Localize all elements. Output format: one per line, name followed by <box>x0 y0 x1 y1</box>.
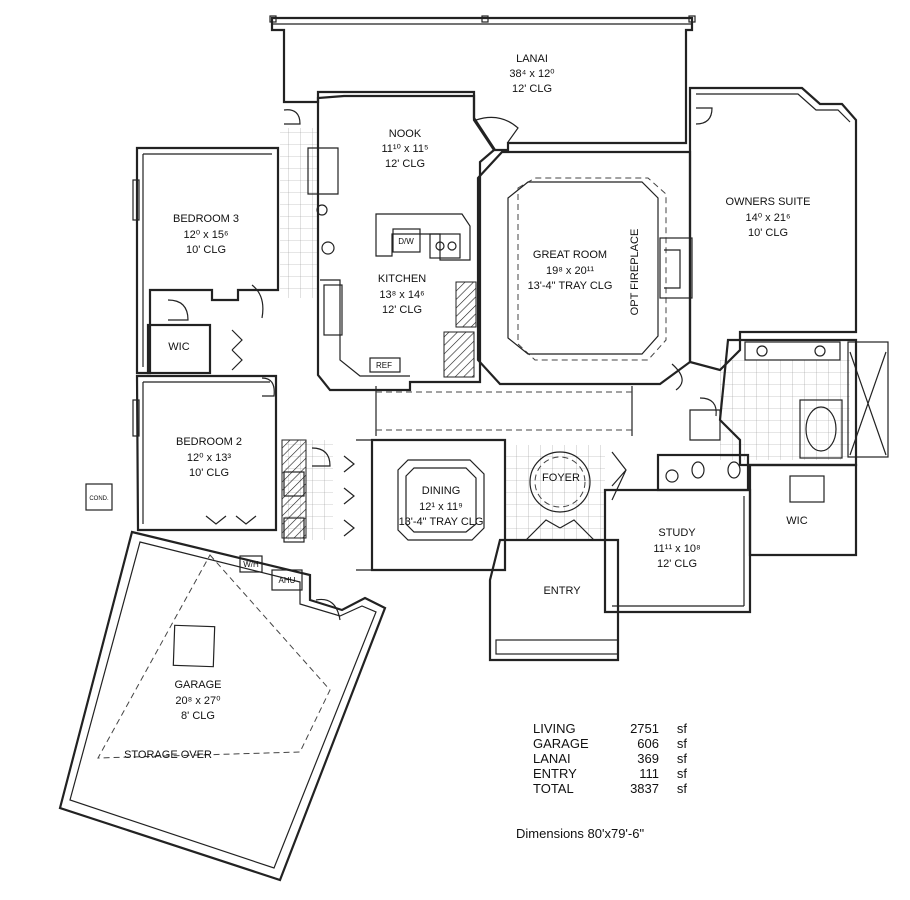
bedroom2 <box>132 374 278 532</box>
room-label-owners-suite: OWNERS SUITE 14⁰ x 21⁶ 10' CLG <box>726 196 811 239</box>
area-row-total: TOTAL 3837 sf <box>533 781 687 796</box>
svg-text:BEDROOM 3: BEDROOM 3 <box>173 213 239 225</box>
svg-text:10' CLG: 10' CLG <box>186 244 226 256</box>
study <box>603 488 752 614</box>
svg-text:OWNERS SUITE: OWNERS SUITE <box>726 196 811 208</box>
nook-kitchen <box>283 94 496 392</box>
svg-text:38⁴ x 12⁰: 38⁴ x 12⁰ <box>509 68 555 80</box>
great-room <box>375 150 693 436</box>
overall-dimensions: Dimensions 80'x79'-6" <box>516 826 645 841</box>
foyer <box>525 451 627 541</box>
svg-text:STUDY: STUDY <box>658 527 696 539</box>
area-table: LIVING 2751 sf GARAGE 606 sf LANAI 369 s… <box>533 721 687 796</box>
svg-text:20⁸ x 27⁰: 20⁸ x 27⁰ <box>175 695 221 707</box>
label-cond: COND. <box>89 496 109 502</box>
svg-text:12' CLG: 12' CLG <box>385 158 425 170</box>
garage <box>58 483 387 882</box>
laundry <box>281 439 355 543</box>
svg-text:GARAGE: GARAGE <box>174 679 221 691</box>
svg-text:DINING: DINING <box>422 485 461 497</box>
svg-text:8' CLG: 8' CLG <box>181 710 215 722</box>
label-wic-owner: WIC <box>786 515 807 527</box>
label-ahu: AHU <box>279 576 296 585</box>
svg-text:12' CLG: 12' CLG <box>382 304 422 316</box>
owners-suite <box>688 86 858 372</box>
label-wic-bed3: WIC <box>168 341 189 353</box>
svg-text:13'-4" TRAY CLG: 13'-4" TRAY CLG <box>399 516 484 528</box>
svg-text:GREAT ROOM: GREAT ROOM <box>533 249 607 261</box>
room-label-nook: NOOK 11¹⁰ x 11⁵ 12' CLG <box>381 128 428 170</box>
label-storage-over: STORAGE OVER <box>124 749 212 761</box>
label-ref: REF <box>376 361 392 370</box>
svg-text:13'-4" TRAY CLG: 13'-4" TRAY CLG <box>528 280 613 292</box>
svg-text:KITCHEN: KITCHEN <box>378 273 426 285</box>
dining <box>356 438 507 572</box>
entry <box>488 538 620 662</box>
svg-text:11¹¹ x 10⁸: 11¹¹ x 10⁸ <box>653 543 700 555</box>
svg-text:10' CLG: 10' CLG <box>189 467 229 479</box>
svg-text:NOOK: NOOK <box>389 128 422 140</box>
svg-text:10' CLG: 10' CLG <box>748 227 788 239</box>
room-label-dining: DINING 12¹ x 11⁹ 13'-4" TRAY CLG <box>399 485 484 528</box>
svg-text:14⁰ x 21⁶: 14⁰ x 21⁶ <box>745 212 790 224</box>
room-label-great-room: GREAT ROOM 19⁸ x 20¹¹ 13'-4" TRAY CLG <box>528 249 613 292</box>
svg-text:12⁰ x 13³: 12⁰ x 13³ <box>187 452 231 464</box>
area-row-lanai: LANAI 369 sf <box>533 751 687 766</box>
svg-text:12¹ x 11⁹: 12¹ x 11⁹ <box>419 501 463 513</box>
room-label-kitchen: KITCHEN 13⁸ x 14⁶ 12' CLG <box>378 273 426 316</box>
room-label-lanai: LANAI 38⁴ x 12⁰ 12' CLG <box>509 53 555 95</box>
room-label-garage: GARAGE 20⁸ x 27⁰ 8' CLG <box>174 679 221 722</box>
room-label-bedroom3: BEDROOM 3 12⁰ x 15⁶ 10' CLG <box>173 213 239 256</box>
svg-text:11¹⁰ x 11⁵: 11¹⁰ x 11⁵ <box>381 143 428 155</box>
svg-text:12⁰ x 15⁶: 12⁰ x 15⁶ <box>183 229 228 241</box>
room-label-bedroom2: BEDROOM 2 12⁰ x 13³ 10' CLG <box>176 436 242 479</box>
svg-text:12' CLG: 12' CLG <box>512 83 552 95</box>
svg-text:LANAI: LANAI <box>516 53 548 65</box>
svg-text:13⁸ x 14⁶: 13⁸ x 14⁶ <box>379 289 424 301</box>
label-dw: D/W <box>398 237 414 246</box>
label-foyer: FOYER <box>542 472 580 484</box>
label-opt-fireplace: OPT FIREPLACE <box>629 229 641 316</box>
hall-tile <box>280 128 318 298</box>
area-row-garage: GARAGE 606 sf <box>533 736 687 751</box>
wic-bed3 <box>146 284 264 375</box>
svg-text:12' CLG: 12' CLG <box>657 558 697 570</box>
svg-text:BEDROOM 2: BEDROOM 2 <box>176 436 242 448</box>
label-entry: ENTRY <box>543 585 581 597</box>
bedroom3 <box>132 146 280 375</box>
owners-bath <box>689 338 889 467</box>
label-wh: W/H <box>243 560 259 569</box>
area-row-entry: ENTRY 111 sf <box>533 766 687 781</box>
svg-text:19⁸ x 20¹¹: 19⁸ x 20¹¹ <box>546 265 594 277</box>
area-row-living: LIVING 2751 sf <box>533 721 687 736</box>
room-label-study: STUDY 11¹¹ x 10⁸ 12' CLG <box>653 527 700 570</box>
